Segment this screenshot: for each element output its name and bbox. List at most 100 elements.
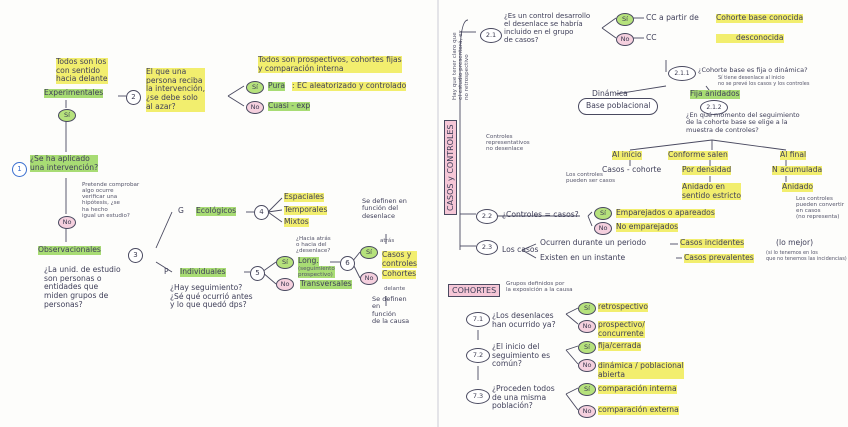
node-number-7-3: 7.3 — [466, 389, 490, 404]
observacionales-label: Observacionales — [38, 245, 101, 255]
mixtos-label: Mixtos — [284, 217, 309, 227]
node-number-4: 4 — [254, 205, 269, 220]
cohortes-description: Grupos definidos por la exposición a la … — [506, 281, 573, 294]
question-2-text: El que una persona reciba la intervenció… — [146, 67, 206, 112]
prospectivo-label: prospectivo/ concurrente — [598, 320, 645, 339]
los-controles-note-2: Los controles pueden convertir en casos … — [796, 196, 844, 221]
question-2-1-1-text: ¿Cohorte base es fija o dinámica? — [698, 66, 808, 74]
no-pill: No — [58, 216, 76, 229]
no-pill-2-1: No — [616, 33, 634, 46]
node-number-2-1-2: 2.1.2 — [700, 100, 728, 115]
yes-pill-6: Sí — [360, 246, 378, 259]
n-acumulada-label: N acumulada — [772, 165, 823, 175]
g-letter: G — [178, 206, 184, 215]
question-5-text: ¿Hay seguimiento? ¿Sé qué ocurrió antes … — [170, 283, 253, 310]
pretende-note: Pretende comprobar algo ocurre verificar… — [82, 182, 140, 219]
node-number-3: 3 — [128, 248, 143, 263]
node-number-2-3: 2.3 — [476, 240, 498, 255]
pura-label: Pura — [268, 81, 286, 91]
yes-pill-5: Sí — [276, 256, 294, 269]
no-pill-7-1: No — [578, 320, 596, 333]
existen-label: Existen en un instante — [540, 253, 626, 262]
question-2-1-2-text: ¿En qué momento del seguimiento de la co… — [686, 111, 800, 134]
node-number-7-1: 7.1 — [466, 312, 490, 327]
notes-2-1-1: Sí tiene desenlace al inicio no se prevé… — [718, 75, 810, 87]
todos-prospectivos-note: Todos son prospectivos, cohortes fijas y… — [258, 55, 402, 74]
yes-pill-2-2: Sí — [594, 207, 612, 220]
left-connectors — [65, 85, 387, 306]
casos-incidentes-label: Casos incidentes — [680, 238, 745, 248]
no-pill-5: No — [276, 278, 294, 291]
experimentales-label: Experimentales — [44, 88, 104, 98]
question-7-2-text: ¿El inicio del seguimiento es común? — [492, 342, 551, 369]
yes-pill-7-2: Sí — [578, 341, 596, 354]
casos-controles-label: Casos y controles — [382, 250, 417, 269]
question-2-2-text: ¿Controles = casos? — [502, 210, 579, 219]
yes-pill-7-3: Sí — [578, 383, 596, 396]
controles-representativos-note: Controles representativos no desenlace — [486, 134, 530, 153]
casos-controles-vertical-title: CASOS y CONTROLES — [444, 120, 458, 215]
cuasi-exp-label: Cuasi - exp — [268, 101, 311, 111]
dinamica-label: Dinámica — [592, 89, 628, 98]
anidado-sentido-label: Anidado en sentido estricto — [682, 182, 742, 201]
fija-anidados-label: Fija anidados — [690, 89, 740, 99]
node-number-2-2: 2.2 — [476, 209, 498, 224]
dinamica-abierta-label: dinámica / poblacional abierta — [598, 361, 684, 380]
root-question: ¿Se ha aplicado una intervención? — [30, 154, 99, 173]
prevalentes-note: (si lo tenemos en los que no tenemos las… — [766, 250, 847, 262]
right-diagram-pane: CASOS y CONTROLES Hay que tener claro qu… — [440, 0, 848, 427]
p-letter: P — [164, 267, 169, 276]
no-pill-2: No — [246, 101, 264, 114]
comparacion-interna-label: comparación interna — [598, 384, 677, 394]
question-7-3-text: ¿Proceden todos de una misma población? — [492, 384, 555, 411]
base-poblacional-cloud: Base poblacional — [578, 98, 659, 115]
question-3-text: ¿La unid. de estudio son personas o enti… — [44, 265, 121, 309]
cohorte-base-conocida-label: Cohorte base conocida — [716, 13, 804, 23]
incidentes-note: (lo mejor) — [776, 238, 814, 247]
longitudinales-label: Long. — [298, 256, 319, 266]
page-divider — [437, 0, 439, 427]
atras-label: atrás — [380, 238, 395, 244]
al-final-label: Al final — [780, 150, 807, 160]
los-controles-note: Los controles pueden ser casos — [566, 172, 616, 185]
casos-prevalentes-label: Casos prevalentes — [684, 253, 754, 263]
ecologicos-label: Ecológicos — [196, 206, 237, 216]
yes-pill: Sí — [58, 109, 76, 122]
hacia-note: ¿Hacia atrás o hacia del ¿desenlace? — [296, 236, 331, 255]
top-note: Hay que tener claro que el estudio prese… — [452, 30, 471, 100]
delante-label: delante — [384, 286, 406, 292]
node-number-7-2: 7.2 — [466, 348, 490, 363]
no-pill-7-2: No — [578, 359, 596, 372]
node-number-2: 2 — [126, 90, 141, 105]
anidado-label: Anidado — [782, 182, 814, 192]
yes-pill-2-1: Sí — [616, 13, 634, 26]
node-number-1: 1 — [12, 162, 27, 177]
comparacion-externa-label: comparación externa — [598, 405, 679, 415]
node-number-2-1: 2.1 — [480, 28, 502, 43]
cc-label: CC — [646, 33, 657, 42]
temporales-label: Temporales — [284, 205, 328, 215]
pura-description: : EC aleatorizado y controlado — [292, 81, 407, 91]
por-densidad-label: Por densidad — [682, 165, 732, 175]
transversales-label: Transversales — [300, 279, 352, 289]
node-number-5: 5 — [250, 266, 265, 281]
no-pill-7-3: No — [578, 405, 596, 418]
al-inicio-label: Al inicio — [612, 150, 642, 160]
los-casos-label: Los casos — [502, 245, 539, 254]
question-2-1-text: ¿Es un control desarrollo el desenlace s… — [504, 12, 591, 45]
se-definen-causa-note: Se definen en función de la causa — [372, 295, 410, 326]
cohortes-label: Cohortes — [382, 269, 417, 279]
cohortes-title: COHORTES — [448, 284, 501, 298]
retrospectivo-label: retrospectivo — [598, 302, 649, 312]
emparejados-label: Emparejados o apareados — [616, 208, 715, 218]
no-pill-6: No — [360, 272, 378, 285]
ocurren-label: Ocurren durante un periodo — [540, 238, 646, 247]
espaciales-label: Espaciales — [284, 192, 324, 202]
se-definen-desenlace-note: Se definen en función del desenlace — [362, 197, 407, 220]
question-7-1-text: ¿Los desenlaces han ocurrido ya? — [492, 311, 556, 329]
casos-cohorte-label: Casos - cohorte — [602, 165, 662, 174]
yes-pill-2: Sí — [246, 81, 264, 94]
todos-con-sentido-note: Todos son los con sentido hacia delante — [56, 57, 108, 85]
longitudinales-sub: (seguimiento prospectivo) — [298, 266, 335, 279]
individuales-label: Individuales — [180, 267, 226, 277]
